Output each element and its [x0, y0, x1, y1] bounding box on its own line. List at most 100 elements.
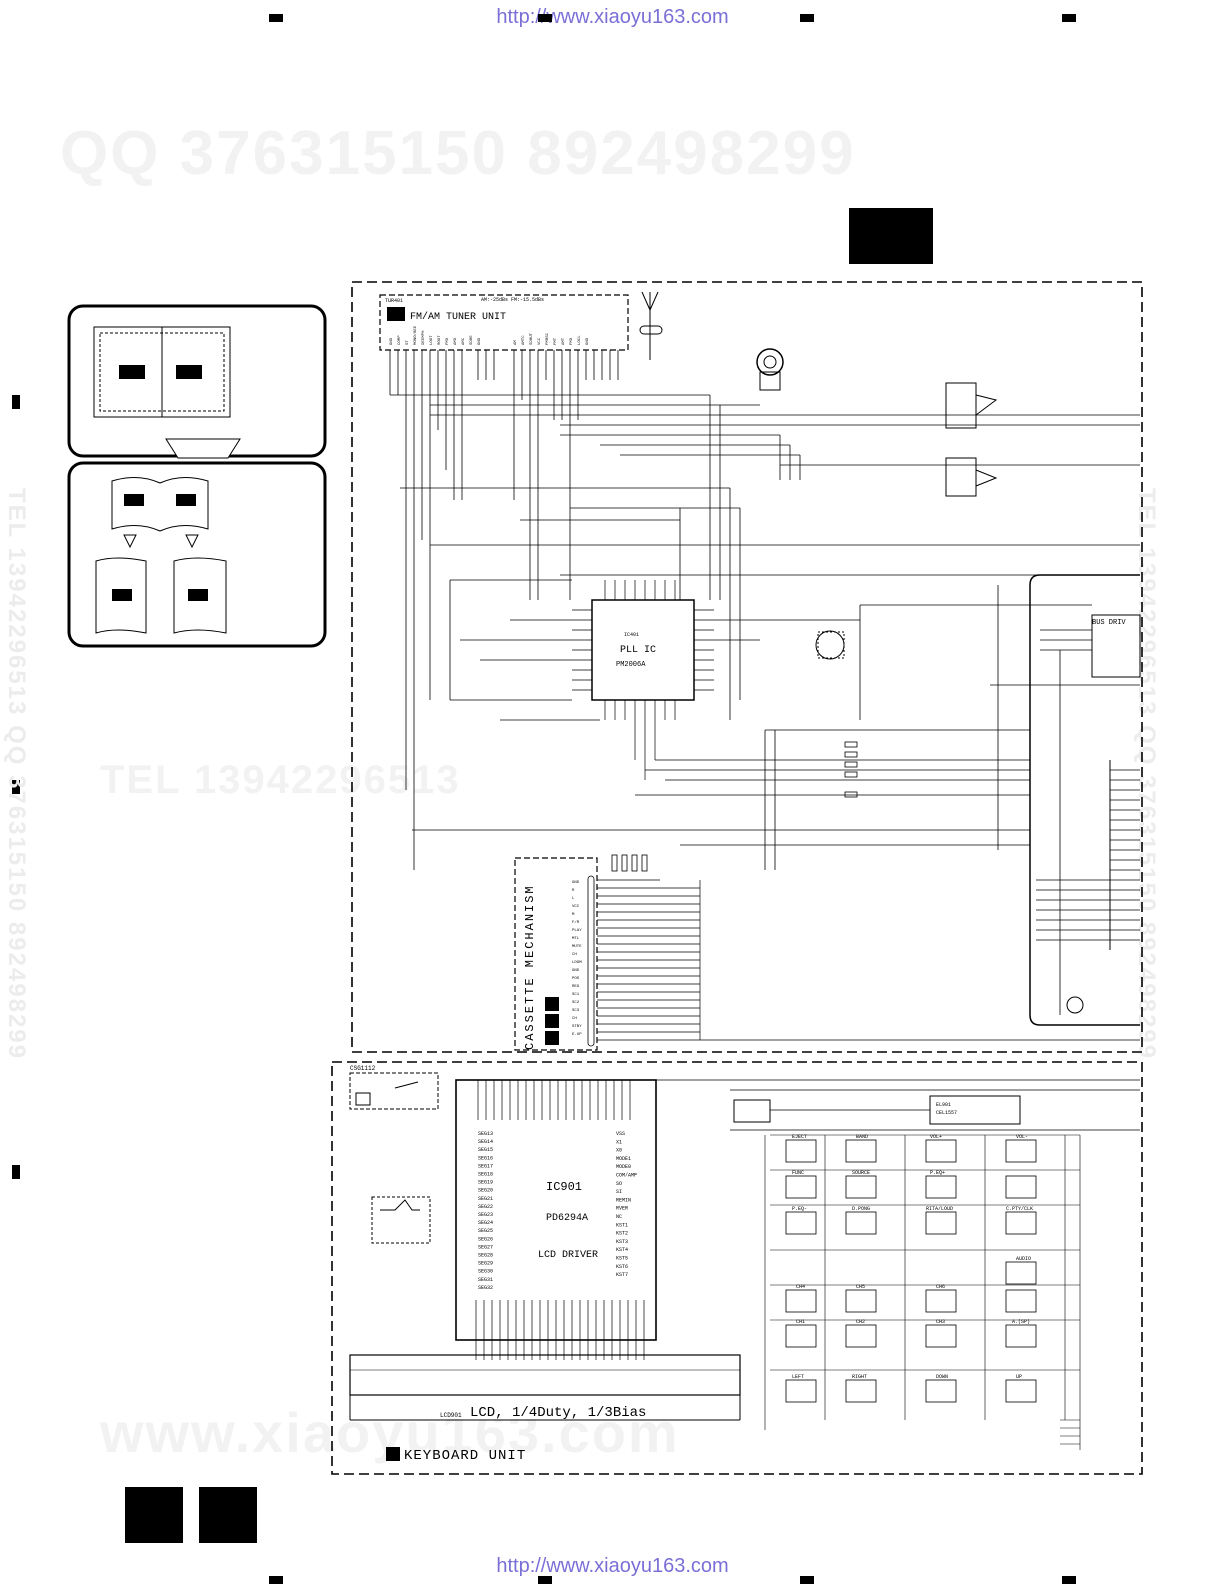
key-label: CH4: [796, 1284, 805, 1290]
encoder-csg1107-box: [371, 1196, 431, 1244]
switch-csg1112-label: CSG1112: [350, 1065, 376, 1072]
key-label: CH1: [796, 1319, 805, 1325]
tuner-pin-label: GND: [586, 337, 590, 345]
tuner-pin-label: ROUT: [438, 335, 442, 345]
registration-mark: [538, 1576, 552, 1584]
tuner-pin-label: AMT: [562, 337, 566, 345]
key-label: BAND: [856, 1134, 868, 1140]
ic901-pin-label: SI: [616, 1189, 622, 1195]
tuner-pin-label: ST: [406, 340, 410, 345]
system-controller-ic: [1029, 574, 1140, 1026]
url-top[interactable]: http://www.xiaoyu163.com: [496, 6, 729, 28]
tuner-pin-label: GND: [478, 337, 482, 345]
ic901-pin-label: MODE0: [616, 1164, 631, 1170]
key-label: P.EQ+: [930, 1170, 945, 1176]
key-label: CH2: [856, 1319, 865, 1325]
tuner-title: FM/AM TUNER UNIT: [410, 311, 506, 323]
key-label: D.PONG: [852, 1206, 870, 1212]
key-label: CH3: [936, 1319, 945, 1325]
tuner-pin-label: SDOUT: [530, 332, 534, 345]
cassette-pin-label: M: [572, 913, 575, 917]
ic901-pin-label: VSS: [616, 1131, 625, 1137]
url-bottom[interactable]: http://www.xiaoyu163.com: [496, 1555, 729, 1577]
key-label: RITA/LOUD: [926, 1206, 953, 1212]
cassette-pin-label: STBY: [572, 1025, 582, 1029]
tuner-pin-label: GND: [390, 337, 394, 345]
cassette-pin-label: MTL: [572, 937, 580, 941]
ic901-pin-label: REMIN: [616, 1197, 631, 1203]
ic901-pin-label: SEG20: [478, 1188, 493, 1194]
cassette-pin-label: SC1: [572, 993, 580, 997]
cassette-pin-label: F/R: [572, 920, 580, 925]
ic901-pin-label: KST3: [616, 1239, 628, 1245]
ic901-pin-label: KST5: [616, 1256, 628, 1262]
key-label: A.(SP): [1012, 1319, 1030, 1325]
key-label: CH5: [856, 1284, 865, 1290]
page-layout-guide: [67, 304, 327, 648]
cassette-pin-label: MUTE: [572, 945, 582, 949]
cassette-pin-label: L: [572, 897, 575, 901]
bus-driver-box: [1091, 614, 1141, 678]
ic902-box: [733, 1099, 771, 1123]
cassette-pin-label: VCC: [572, 905, 580, 909]
ic901-pin-label: KST6: [616, 1264, 628, 1270]
ic901-pin-label: SEG17: [478, 1163, 493, 1169]
tuner-pin-label: AM: [514, 340, 518, 345]
tuner-pin-label: AMC: [462, 337, 466, 345]
key-label: DOWN: [936, 1374, 948, 1380]
pll-title: PLL IC: [620, 645, 656, 656]
watermark-qq: QQ 376315150 892498299: [60, 119, 856, 188]
ic901-pin-label: RVER: [616, 1206, 628, 1212]
page-label-block: [125, 1487, 183, 1543]
tuner-pin-label: DEEMPH: [422, 330, 426, 345]
keyboard-title: KEYBOARD UNIT: [404, 1448, 526, 1464]
cassette-pin-label: REG: [572, 985, 580, 989]
tuner-pin-label: FMD: [446, 337, 450, 345]
ic901-pin-label: SEG23: [478, 1212, 493, 1218]
tuner-pin-label: COMP: [398, 335, 402, 345]
tuner-pin-label: FMOSC: [546, 332, 550, 345]
cassette-pin-label: GND: [572, 881, 580, 885]
tuner-pin-label: SDOE: [470, 335, 474, 345]
ic901-pin-label: SEG13: [478, 1131, 493, 1137]
tuner-spec: AM:-25dBs FM:-15.5dBs: [481, 297, 544, 303]
tuner-pin-label: FMD: [570, 337, 574, 345]
ic901-pin-label: SEG15: [478, 1147, 493, 1153]
ic901-pin-label: SEG28: [478, 1253, 493, 1259]
bus-driver-label: BUS DRIV: [1092, 619, 1126, 627]
cassette-title: CASSETTE MECHANISM: [523, 884, 537, 1050]
watermark-tel: TEL 13942296513: [100, 758, 461, 802]
registration-mark: [800, 1576, 814, 1584]
ic901-pin-label: SEG24: [478, 1220, 493, 1226]
registration-mark: [269, 14, 283, 22]
registration-mark: [800, 14, 814, 22]
ic901-pin-label: SEG14: [478, 1139, 493, 1145]
ic901-pin-label: SEG19: [478, 1180, 493, 1186]
ic901-pin-label: NC: [616, 1214, 622, 1220]
lcd-ref: LCD901: [440, 1412, 462, 1419]
key-label: RIGHT: [852, 1374, 867, 1380]
ic901-pin-label: SEG26: [478, 1236, 493, 1242]
key-label: VOL-: [1016, 1134, 1028, 1140]
registration-mark: [12, 1165, 20, 1179]
ic901-pin-label: SEG16: [478, 1155, 493, 1161]
cassette-pin-label: E.UP: [572, 1033, 582, 1037]
page-label-block: [199, 1487, 257, 1543]
cassette-pin-label: R: [572, 889, 575, 893]
keyboard-label-square: [386, 1447, 400, 1461]
ic901-pin-label: KST7: [616, 1272, 628, 1278]
cassette-pin-label: POS: [572, 977, 580, 981]
lcd-label: LCD, 1/4Duty, 1/3Bias: [470, 1405, 646, 1421]
cassette-pin-label: SC2: [572, 1001, 580, 1005]
key-label: CH6: [936, 1284, 945, 1290]
ic901-pin-label: X1: [616, 1139, 622, 1145]
key-label: VOL+: [930, 1134, 942, 1140]
cassette-pin-label: CH: [572, 953, 577, 957]
lcd-connector-box: [349, 1354, 741, 1396]
cassette-pin-label: SC3: [572, 1009, 580, 1013]
ic901-part: PD6294A: [546, 1213, 588, 1224]
tuner-part: TUR401: [385, 298, 403, 304]
ic901-pin-label: KST2: [616, 1231, 628, 1237]
ic901-pin-label: SEG29: [478, 1261, 493, 1267]
